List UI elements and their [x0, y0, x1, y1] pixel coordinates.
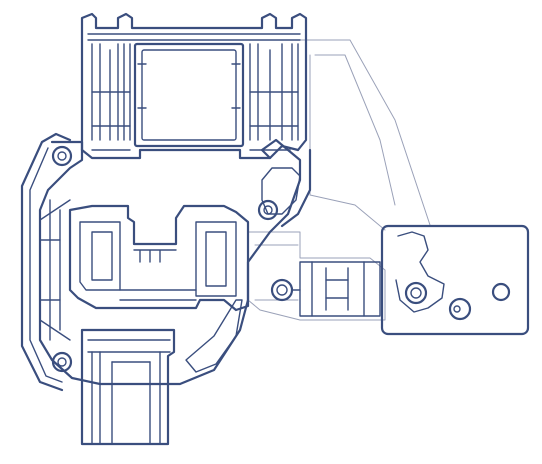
hinge-hardware	[270, 224, 530, 336]
light-outline-group	[247, 39, 431, 321]
inner-sash	[68, 204, 250, 312]
dark-outline-group	[20, 12, 530, 446]
sash-frame	[80, 12, 308, 160]
bolt-top-left	[51, 145, 73, 167]
bolt-bottom-left	[51, 351, 73, 373]
outer-frame	[20, 132, 312, 392]
bolt-right-mid	[257, 199, 279, 221]
fixing-bolts	[51, 145, 279, 373]
glazing-bead	[80, 328, 176, 446]
sash-arm-outline	[299, 39, 431, 231]
bracket-inner-line	[254, 244, 299, 301]
bracket-outline	[247, 231, 386, 321]
